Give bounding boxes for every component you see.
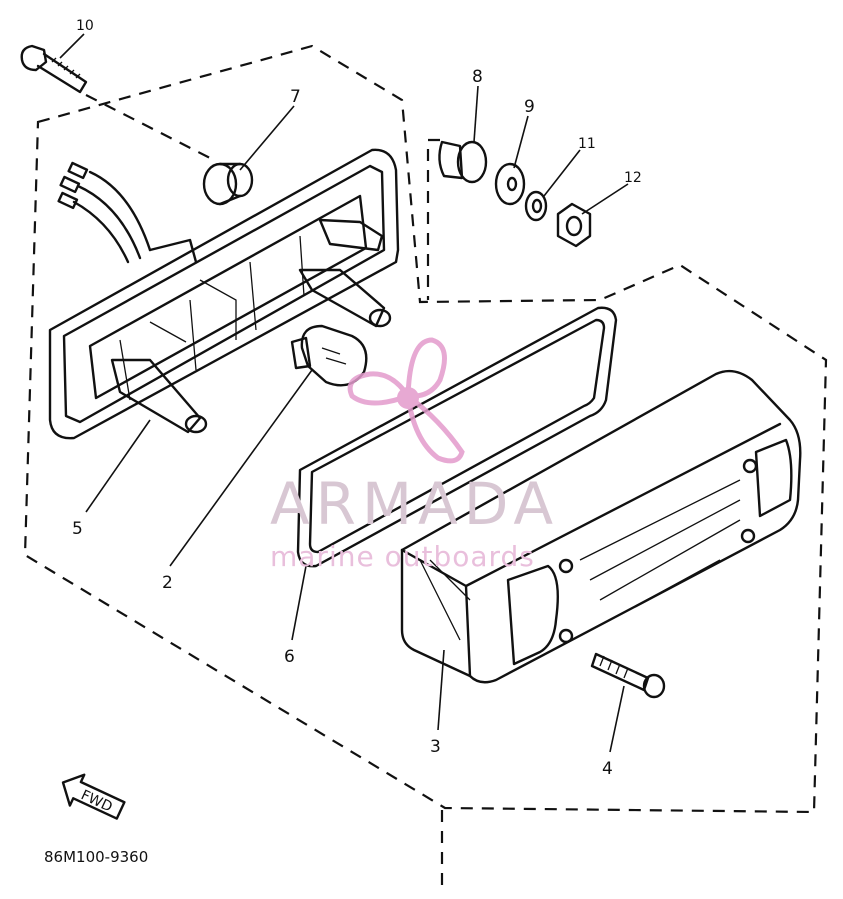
leader-2 [169, 369, 313, 567]
part-label-6: 6 [284, 647, 295, 667]
part-12-nut [556, 202, 592, 248]
watermark-brand: ARMADA [270, 470, 559, 538]
watermark-tagline: marine outboards [270, 540, 535, 573]
part-7-grommet [202, 162, 254, 206]
diagram-code: 86M100-9360 [44, 848, 148, 866]
part-8-collar [438, 140, 488, 184]
part-label-11: 11 [578, 136, 596, 152]
part-10-bolt [20, 44, 88, 94]
assembly-dashed-boundary [23, 44, 828, 814]
leader-4 [609, 685, 625, 753]
dashed-stub-right-bracket [426, 138, 440, 300]
part-9-washer [494, 162, 526, 206]
leader-9 [513, 115, 529, 169]
leader-6 [291, 565, 307, 641]
part-label-5: 5 [72, 519, 83, 539]
wire-harness [57, 161, 198, 264]
fwd-arrow: FWD [61, 773, 126, 820]
part-2-bulb [290, 324, 368, 387]
part-5-base-housing [48, 148, 400, 440]
part-3-lens [400, 369, 802, 684]
part-label-3: 3 [430, 737, 441, 757]
part-label-7: 7 [290, 87, 301, 107]
leader-11 [543, 149, 581, 197]
part-6-gasket [296, 306, 618, 568]
part-label-9: 9 [524, 97, 535, 117]
part-label-12: 12 [624, 170, 642, 186]
watermark: ARMADA marine outboards [270, 337, 559, 573]
part-label-8: 8 [472, 67, 483, 87]
fwd-label: FWD [78, 787, 114, 815]
part-label-10: 10 [76, 18, 94, 34]
dashed-center-line-bolt10 [85, 94, 215, 161]
leader-3 [437, 649, 445, 731]
propeller-logo [347, 337, 465, 464]
leader-8 [473, 85, 479, 143]
leader-5 [85, 419, 151, 513]
part-4-screw [590, 652, 666, 699]
leader-10 [59, 33, 85, 59]
part-label-4: 4 [602, 759, 613, 779]
leader-12 [581, 183, 629, 215]
leader-7 [239, 105, 295, 171]
part-11-spring-washer [524, 190, 548, 222]
part-label-2: 2 [162, 573, 173, 593]
